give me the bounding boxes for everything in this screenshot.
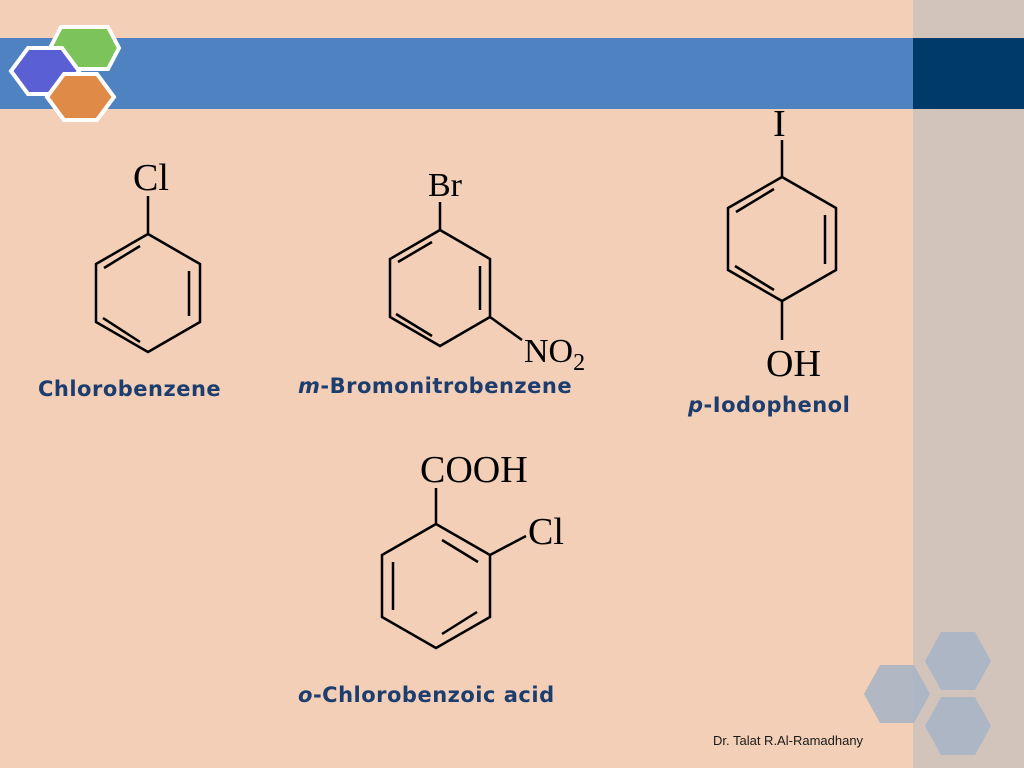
compound-name-iodophenol: p-Iodophenol — [688, 393, 851, 417]
chlorobenzoic-acid-structure — [380, 488, 527, 650]
hexagon-logo-icon — [8, 25, 122, 122]
compound-prefix: m — [298, 374, 321, 398]
compound-name-chlorobenzene: Chlorobenzene — [38, 377, 222, 401]
nitro-label: NO2 — [524, 333, 585, 376]
compound-name-bromonitrobenzene: m-Bromonitrobenzene — [298, 374, 573, 398]
chlorobenzene-structure — [94, 196, 202, 354]
decorative-hexagons-icon — [864, 632, 991, 755]
hexagon-orange-icon — [44, 72, 117, 122]
iodine-label: I — [773, 103, 786, 145]
compound-name-chlorobenzoic-acid: o-Chlorobenzoic acid — [298, 683, 555, 707]
compound-prefix: p — [688, 393, 704, 417]
compound-prefix: o — [298, 683, 313, 707]
title-band-accent — [913, 38, 1024, 109]
iodophenol-structure — [726, 140, 838, 340]
chlorine-label: Cl — [133, 157, 169, 199]
carboxyl-label: COOH — [420, 449, 528, 491]
hydroxyl-label: OH — [766, 343, 821, 385]
nitro-subscript: 2 — [573, 350, 585, 376]
structures-canvas: Cl Br NO2 I OH COOH Cl — [94, 103, 838, 650]
author-credit: Dr. Talat R.Al-Ramadhany — [713, 733, 864, 748]
bromine-label: Br — [428, 167, 463, 204]
title-band — [0, 38, 913, 109]
ortho-chlorine-label: Cl — [528, 511, 564, 553]
bromonitrobenzene-structure — [388, 202, 523, 348]
